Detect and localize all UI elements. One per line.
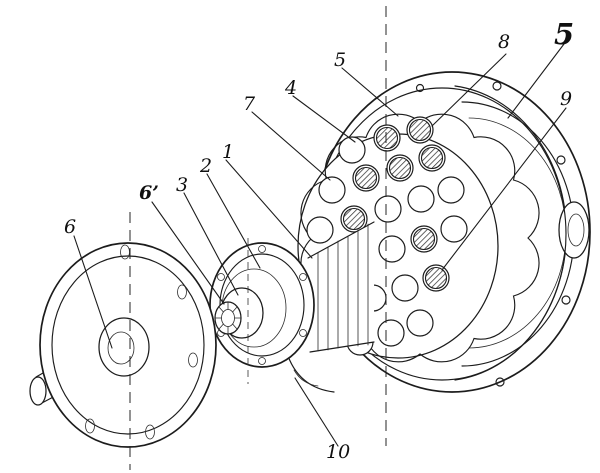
cage-hole bbox=[391, 274, 419, 302]
callout-6-prime: 6’ bbox=[139, 182, 159, 204]
callout-5-right: 5 bbox=[554, 17, 574, 51]
leader-5-right bbox=[507, 43, 565, 119]
cylinder-bottom-edge bbox=[309, 341, 375, 353]
callout-3: 3 bbox=[176, 174, 188, 196]
callout-7: 7 bbox=[243, 93, 256, 115]
leader-6-prime bbox=[151, 201, 225, 305]
leader-9 bbox=[441, 107, 567, 271]
planet-carrier-assembly bbox=[209, 221, 375, 384]
cover-hub-bore bbox=[107, 331, 135, 365]
rear-hub-boss bbox=[558, 201, 590, 259]
shaft-end-face bbox=[29, 376, 47, 406]
leader-6 bbox=[73, 235, 113, 349]
leader-3 bbox=[183, 192, 239, 296]
housing-bolt-hole bbox=[495, 377, 505, 387]
cage-hole bbox=[378, 235, 406, 263]
rear-hub-bore bbox=[567, 213, 585, 247]
cage-hole bbox=[318, 176, 346, 204]
roller-ball bbox=[424, 266, 448, 290]
callout-8: 8 bbox=[498, 31, 510, 53]
roller-ball bbox=[412, 227, 436, 251]
end-cover-rim bbox=[51, 255, 205, 435]
carrier-bolt bbox=[217, 273, 225, 281]
housing-bolt-hole bbox=[492, 81, 502, 91]
callout-2: 2 bbox=[199, 155, 212, 177]
callout-6: 6 bbox=[64, 216, 76, 238]
roller-ball bbox=[408, 118, 432, 142]
cover-slot bbox=[145, 424, 155, 440]
cage-hole bbox=[407, 185, 435, 213]
roller-ball bbox=[388, 156, 412, 180]
carrier-bolt bbox=[299, 329, 307, 337]
cage-hole bbox=[437, 176, 465, 204]
lower-flange-curve bbox=[287, 355, 335, 393]
housing-bolt-hole bbox=[556, 155, 566, 165]
cylinder-top-edge bbox=[307, 221, 375, 259]
lower-flange-curve-inner bbox=[293, 369, 319, 387]
leader-4 bbox=[292, 95, 356, 143]
callout-4: 4 bbox=[284, 77, 297, 99]
roller-ball bbox=[375, 126, 399, 150]
callout-labels: 1 2 3 4 5 5 6 6’ 7 8 9 10 bbox=[64, 17, 574, 463]
leader-1 bbox=[225, 159, 313, 259]
cover-slot bbox=[177, 284, 187, 300]
end-cover-and-shaft bbox=[29, 242, 217, 448]
callout-9: 9 bbox=[560, 88, 572, 110]
cage-hole bbox=[440, 215, 468, 243]
carrier-cylinder-body bbox=[308, 222, 374, 352]
leader-2 bbox=[206, 173, 261, 269]
leader-10 bbox=[294, 377, 339, 447]
roller-ball bbox=[420, 146, 444, 170]
cage-hole bbox=[406, 309, 434, 337]
callout-10: 10 bbox=[326, 441, 350, 463]
housing-bolt-hole bbox=[415, 83, 425, 93]
cover-hub bbox=[98, 317, 150, 377]
spline-teeth bbox=[214, 301, 242, 335]
cage-hole bbox=[377, 319, 405, 347]
housing-bolt-hole bbox=[561, 295, 571, 305]
roller-ball bbox=[342, 207, 366, 231]
carrier-bolt bbox=[258, 245, 266, 253]
callout-5-upper: 5 bbox=[334, 49, 346, 71]
cage-hole bbox=[306, 216, 334, 244]
cover-slot bbox=[85, 418, 95, 434]
cage-hole bbox=[374, 195, 402, 223]
leader-7 bbox=[251, 111, 331, 181]
cage-hole bbox=[338, 136, 366, 164]
leader-5-upper bbox=[341, 67, 399, 117]
cover-slot bbox=[188, 352, 198, 368]
carrier-bolt bbox=[258, 357, 266, 365]
roller-ball bbox=[354, 166, 378, 190]
callout-1: 1 bbox=[222, 141, 234, 163]
leader-8 bbox=[431, 53, 507, 127]
leader-lines bbox=[73, 43, 567, 447]
carrier-bolt bbox=[299, 273, 307, 281]
